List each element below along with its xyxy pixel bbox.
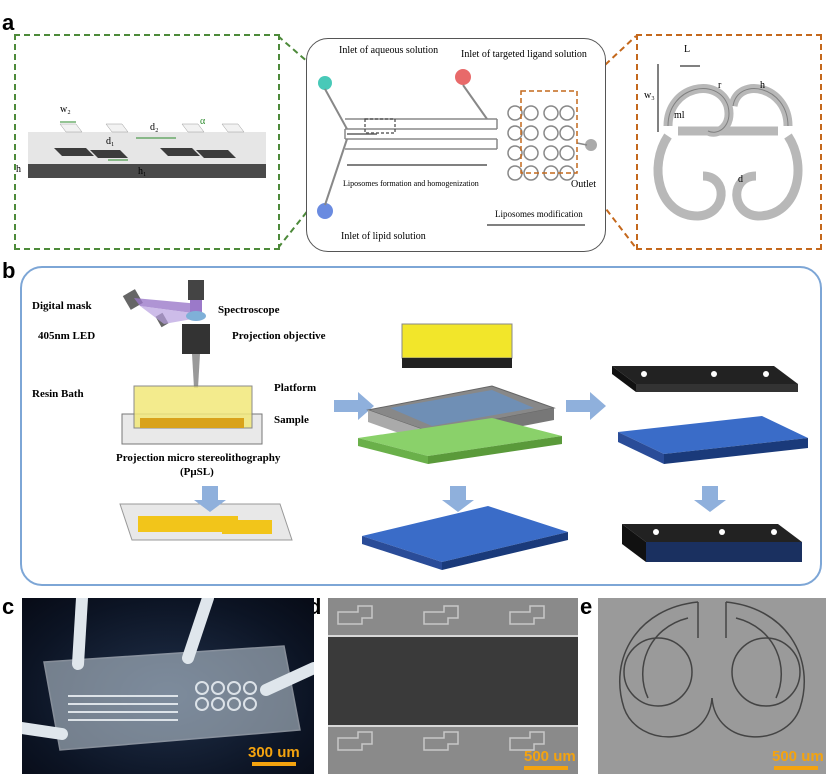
label-inlet-aqueous: Inlet of aqueous solution xyxy=(339,45,439,56)
spiral-zoom-box: L r h w₃ ml d xyxy=(636,34,822,250)
panel-label-c: c xyxy=(2,594,15,619)
label-digital-mask: Digital mask xyxy=(32,300,92,312)
label-spectroscope: Spectroscope xyxy=(218,304,280,316)
scale-bar-d: 500 um xyxy=(524,748,576,765)
scale-bar-e: 500 um xyxy=(772,748,824,765)
panel-label-a: a xyxy=(2,10,15,35)
chip-channel-drawing xyxy=(317,69,597,226)
structure-zoom-box: w₂ d₁ d₂ α h h₁ xyxy=(14,34,280,250)
label-inlet-lipid: Inlet of lipid solution xyxy=(341,231,426,242)
label-pusl-title: Projection micro stereolithography xyxy=(116,452,281,464)
label-outlet: Outlet xyxy=(571,179,596,190)
chip-layout: Inlet of aqueous solution Inlet of targe… xyxy=(306,38,606,252)
label-resin-bath: Resin Bath xyxy=(32,388,84,400)
scale-bar-c: 300 um xyxy=(248,744,300,761)
chip-photo: 300 um xyxy=(22,598,314,774)
fabrication-process-drawing xyxy=(119,280,808,570)
micrograph-d: 500 um xyxy=(328,598,578,774)
panel-label-b: b xyxy=(2,258,16,283)
label-d2: d₂ xyxy=(150,122,159,133)
chip-photo-drawing xyxy=(22,598,314,766)
label-405nm-led: 405nm LED xyxy=(38,330,96,342)
label-d-spiral: d xyxy=(738,174,743,185)
label-pusl-abbrev: (PμSL) xyxy=(180,466,214,478)
label-h: h xyxy=(16,164,21,175)
label-formation: Liposomes formation and homogenization xyxy=(343,179,479,188)
label-h-spiral: h xyxy=(760,80,765,91)
micrograph-e: 500 um xyxy=(598,598,826,774)
label-h1: h₁ xyxy=(138,166,147,177)
label-inlet-ligand: Inlet of targeted ligand solution xyxy=(461,49,587,60)
fabrication-process-panel: Digital mask 405nm LED Spectroscope Proj… xyxy=(20,266,822,586)
micrograph-e-drawing xyxy=(619,601,818,770)
spiral-structure-drawing xyxy=(653,64,803,221)
label-w2: w₂ xyxy=(60,104,71,115)
label-projection-objective: Projection objective xyxy=(232,330,326,342)
label-L: L xyxy=(684,44,691,55)
label-modification: Liposomes modification xyxy=(495,209,583,219)
label-r: r xyxy=(718,80,722,91)
mixer-structure-drawing xyxy=(28,121,266,178)
label-sample: Sample xyxy=(274,414,309,426)
label-alpha: α xyxy=(200,116,206,127)
label-d1: d₁ xyxy=(106,136,115,147)
label-ml: ml xyxy=(674,110,685,121)
panel-label-e: e xyxy=(580,594,593,619)
label-w3: w₃ xyxy=(644,90,655,101)
micrograph-d-drawing xyxy=(328,598,578,774)
label-platform: Platform xyxy=(274,382,317,394)
